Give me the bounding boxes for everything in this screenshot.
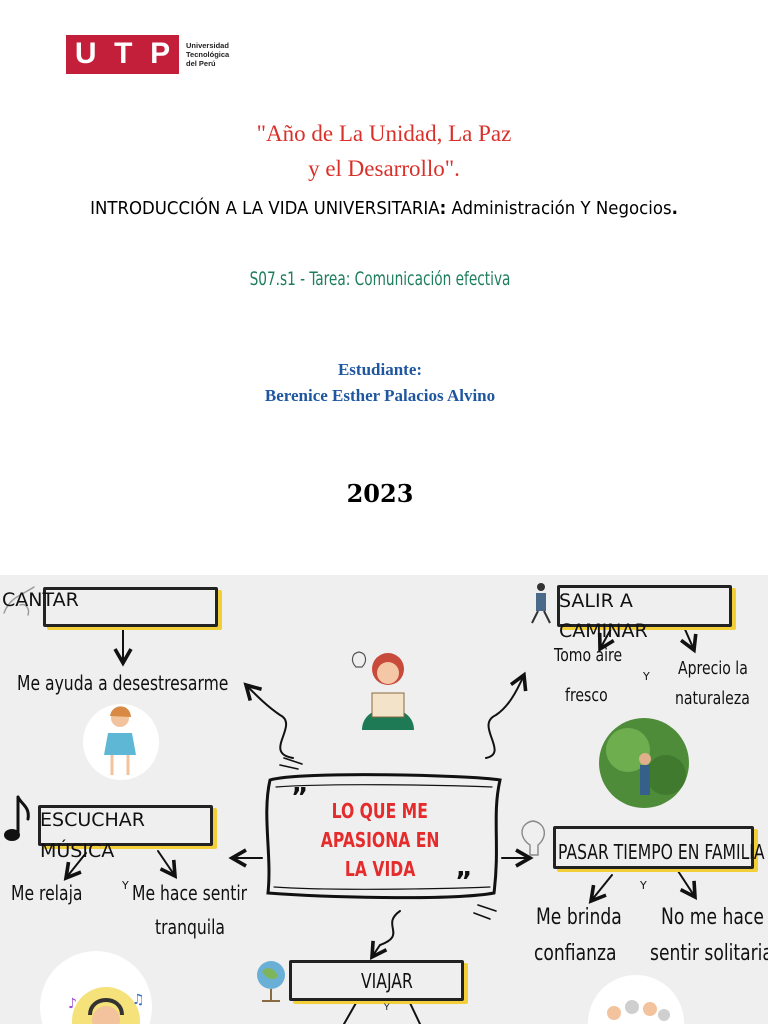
svg-text:♫: ♫ [132,992,145,1008]
arrow-me-relaja [63,852,87,881]
utp-logo-mark: U T P [66,34,179,74]
walking-woman-icon [531,583,551,624]
salir-detail-2a: Aprecio la [678,658,748,679]
familia-detail-2a: No me hace [661,905,764,930]
familia-title: PASAR TIEMPO EN FAMILIA [558,840,765,864]
escuchar-title-2: MÚSICA [40,840,115,862]
center-quote-close: ” [455,867,473,897]
girl-singing-illustration [83,704,159,780]
year: 2023 [346,479,414,508]
arrow-solitaria [677,870,697,901]
motto-line-2: y el Desarrollo". [308,156,460,181]
salir-title-2: CAMINAR [559,620,648,642]
familia-detail-2b: sentir solitaria [650,941,768,966]
familia-connector: Y [640,879,647,892]
cantar-title: CANTAR [2,589,79,611]
arrow-to-cantar [243,682,294,759]
task-title: S07.s1 - Tarea: Comunicación efectiva [249,268,511,290]
girl-reading-illustration [362,653,414,730]
arrow-viajar-left [343,1002,357,1024]
music-note-icon [16,795,30,835]
viajar-connector: Y [384,1003,390,1013]
escuchar-connector: Y [122,879,129,892]
utp-logo-u: U [74,37,97,70]
family-illustration [588,975,684,1024]
arrow-to-viajar [369,910,401,961]
salir-box [557,585,732,627]
mind-map-drawing: ♪ ♫ [3,583,698,1024]
bird-icon [3,586,35,616]
arrow-aprecio [680,626,698,654]
headphones-girl-illustration: ♪ ♫ [40,951,152,1024]
salir-detail-1b: fresco [565,685,608,706]
center-title: LO QUE ME APASIONA EN LA VIDA [290,797,470,884]
familia-detail-1a: Me brinda [536,905,622,930]
salir-connector: Y [643,670,650,683]
escuchar-title-1: ESCUCHAR [40,809,145,831]
mind-map-slide: ♪ ♫ CANTAR Me ayuda a desestresarme ESCU… [0,575,768,1024]
course-separator: : [439,198,447,219]
nature-walk-photo [599,718,689,808]
salir-detail-2b: naturaleza [675,688,750,709]
center-title-line-1: LO QUE ME [331,799,429,823]
cantar-box [43,587,218,627]
course-career: Administración Y Negocios [446,198,672,219]
utp-logo: U T P Universidad Tecnológica del Perú [66,34,229,74]
arrow-to-salir [485,671,528,759]
escuchar-detail-2a: Me hace sentir [132,881,248,905]
familia-box [553,826,754,869]
music-note-head [4,829,20,841]
center-title-line-3: LA VIDA [344,857,416,881]
svg-text:♪: ♪ [68,996,77,1012]
center-quote-open: ” [291,783,309,813]
utp-logo-subtitle: Universidad Tecnológica del Perú [186,40,230,68]
student-label: Estudiante: [337,360,423,379]
salir-title-1: SALIR A [559,590,633,612]
utp-logo-t: T [114,37,133,70]
salir-detail-1a: Tomo aire [554,645,623,666]
course-title: INTRODUCCIÓN A LA VIDA UNIVERSITARIA: Ad… [31,198,738,219]
arrow-tranquila [157,850,178,880]
center-title-line-2: APASIONA EN [320,828,440,852]
student-name: Berenice Esther Palacios Alvino [264,386,496,405]
course-name: INTRODUCCIÓN A LA VIDA UNIVERSITARIA [90,198,440,219]
center-frame [265,773,502,900]
cantar-detail: Me ayuda a desestresarme [17,671,229,695]
viajar-box [289,960,464,1001]
arrow-confianza [588,874,613,904]
viajar-title: VIAJAR [361,969,413,993]
utp-logo-p: P [150,37,171,70]
globe-icon [257,961,285,1002]
familia-detail-1b: confianza [534,941,617,966]
arrow-tomo-aire [597,626,615,653]
course-period: . [671,198,678,219]
motto-line-1: "Año de La Unidad, La Paz [256,121,512,146]
light-bulb-icon [521,820,545,856]
escuchar-box [38,805,213,846]
small-bulb-icon [351,651,367,668]
escuchar-detail-2b: tranquila [155,915,226,939]
escuchar-detail-1: Me relaja [11,881,83,905]
arrow-viajar-right [409,1002,421,1024]
